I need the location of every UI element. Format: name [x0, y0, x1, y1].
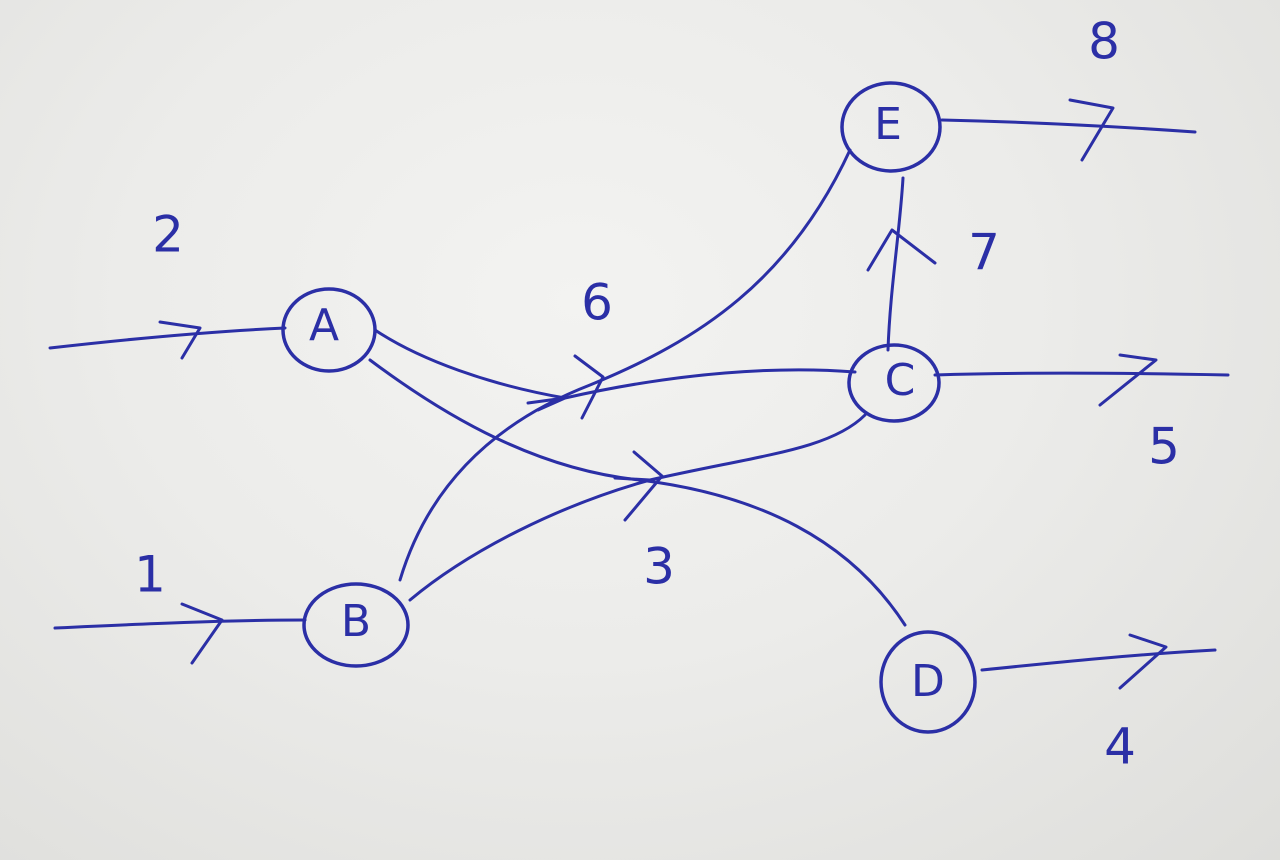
edge-label-D-out: 4: [1104, 718, 1136, 776]
arrowhead-in-B: [180, 602, 224, 665]
edge-A-C: [373, 328, 857, 400]
edge-in-A: [48, 326, 287, 350]
node-C-circle: [847, 343, 941, 423]
edge-C-out: [933, 371, 1230, 377]
node-E-label: E: [874, 99, 902, 150]
edge-label-C-out: 5: [1148, 418, 1180, 476]
edge-label-mid-top: 6: [581, 274, 613, 332]
node-A-circle: [281, 287, 377, 373]
arrowhead-C-out: [1098, 353, 1158, 407]
node-B-circle: [302, 582, 410, 668]
node-D: D: [879, 630, 977, 734]
nodes: A B C D E: [281, 81, 977, 734]
node-D-circle: [879, 630, 977, 734]
node-D-label: D: [911, 656, 945, 707]
arrowhead-C-E: [866, 228, 937, 272]
edge-D-out: [980, 648, 1217, 672]
node-A-label: A: [309, 300, 339, 351]
edge-B-E: [398, 148, 852, 582]
node-C: C: [847, 343, 941, 423]
arrowhead-E-out: [1068, 98, 1115, 162]
node-E: E: [840, 81, 942, 173]
edge-in-B: [53, 618, 307, 630]
node-B-label: B: [341, 596, 371, 647]
node-B: B: [302, 582, 410, 668]
arrowhead-mid-top: [526, 354, 605, 420]
edge-labels: 2 1 6 3 7 8 5 4: [134, 13, 1180, 776]
edge-label-C-E: 7: [968, 224, 1000, 282]
node-E-circle: [840, 81, 942, 173]
arrowhead-mid-bottom: [613, 450, 664, 522]
node-C-label: C: [885, 355, 916, 406]
arrowheads: [158, 98, 1168, 690]
edge-label-in-A: 2: [152, 206, 184, 264]
arrowhead-in-A: [158, 320, 202, 360]
arrowhead-D-out: [1118, 633, 1168, 690]
edges: [48, 118, 1230, 672]
edge-B-C: [408, 413, 867, 602]
edge-E-out: [940, 118, 1197, 134]
edge-A-D: [368, 358, 907, 627]
edge-label-in-B: 1: [134, 546, 166, 604]
edge-C-E: [886, 176, 905, 352]
node-A: A: [281, 287, 377, 373]
edge-label-mid-bottom: 3: [643, 538, 675, 596]
edge-label-E-out: 8: [1088, 13, 1120, 71]
